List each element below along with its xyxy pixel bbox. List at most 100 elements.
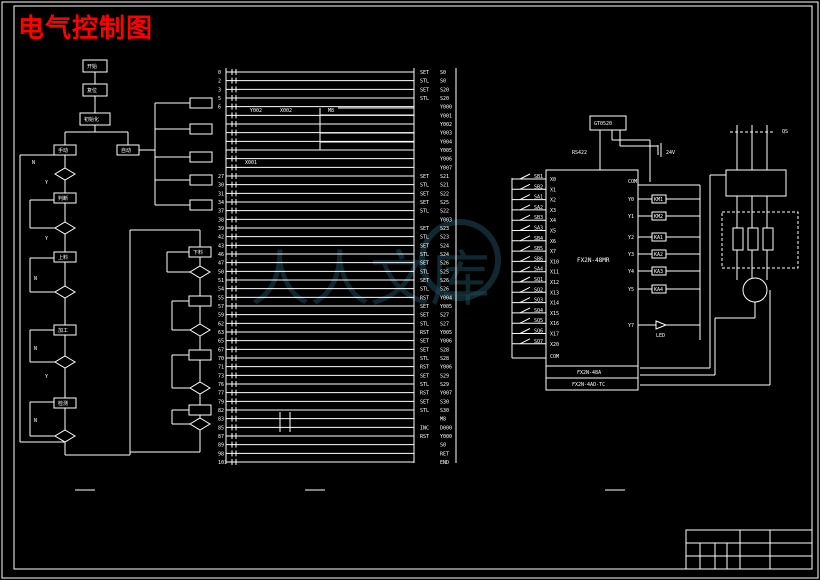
- ladder-device: S28: [440, 356, 449, 362]
- ladder-device: S28: [440, 347, 449, 353]
- ladder-device: S23: [440, 226, 449, 232]
- ladder-step-number: 51: [218, 278, 224, 284]
- ladder-device: Y004: [440, 139, 452, 145]
- inner-border: [13, 5, 813, 570]
- ladder-step-number: 27: [218, 174, 224, 180]
- ladder-device: S29: [440, 373, 449, 379]
- ladder-device: END: [440, 460, 449, 466]
- ladder-device: S29: [440, 382, 449, 388]
- flow-node-process-label: 加工: [58, 327, 68, 334]
- ladder-instruction: RST: [420, 365, 429, 371]
- plc-input-address: X7: [550, 249, 556, 255]
- plc-com0-label: COM: [550, 354, 559, 360]
- plc-output-address: Y0: [628, 197, 634, 203]
- hmi-label: GT0520: [594, 121, 612, 127]
- plc-input-device: SB5: [534, 246, 543, 252]
- ladder-device: Y007: [440, 165, 452, 171]
- ladder-step-number: 62: [218, 321, 224, 327]
- flow-node-detect: [53, 397, 77, 409]
- ladder-rung: 43 SET S24: [218, 242, 449, 249]
- ladder-step-number: 6: [218, 105, 221, 111]
- plc-output-address: Y7: [628, 323, 634, 329]
- flow-node-detect-label: 检测: [58, 400, 68, 407]
- plc-input-address: X16: [550, 321, 559, 327]
- flow-side-label: Y: [45, 180, 48, 186]
- ladder-device: S24: [440, 243, 449, 249]
- ladder-device: Y005: [440, 148, 452, 154]
- ladder-device: S27: [440, 313, 449, 319]
- plc-input-address: X15: [550, 311, 559, 317]
- flow-node-manual-label: 手动: [58, 147, 68, 154]
- ladder-device: Y006: [440, 339, 452, 345]
- plc-output-address: Y1: [628, 214, 634, 220]
- ladder-rung: Y007: [226, 164, 452, 171]
- flow-node-reset-label: 复位: [87, 87, 97, 94]
- ladder-instruction: RST: [420, 434, 429, 440]
- plc-input-address: X0: [550, 177, 556, 183]
- ladder-device: S20: [440, 96, 449, 102]
- ladder-step-number: 67: [218, 347, 224, 353]
- plc-input-device: SB1: [534, 174, 543, 180]
- ladder-device: Y004: [440, 295, 452, 301]
- flow-node-init-label: 初始化: [84, 116, 99, 123]
- plc-wiring: GT0520 RS422 24V FX2N-48MR FX2N-48A FX2N…: [511, 115, 799, 391]
- ladder-step-number: 85: [218, 425, 224, 431]
- ladder-instruction: RST: [420, 295, 429, 301]
- plc-input-address: X3: [550, 208, 556, 214]
- ladder-step-number: 43: [218, 243, 224, 249]
- motor-symbol: [742, 277, 768, 303]
- ladder-step-number: 31: [218, 191, 224, 197]
- flow-decision: [54, 355, 76, 369]
- plc-input-device: SQ4: [534, 308, 543, 314]
- rs422-label: RS422: [572, 150, 587, 156]
- plc-input-device: SB6: [534, 256, 543, 262]
- ladder-step-number: 73: [218, 373, 224, 379]
- plc-output-device: LED: [656, 333, 665, 339]
- ladder-instruction: SET: [420, 243, 429, 249]
- plc-input-address: X6: [550, 239, 556, 245]
- ladder-instruction: STL: [420, 96, 429, 102]
- ladder-instruction: SET: [420, 226, 429, 232]
- plc-input-device: SA4: [534, 267, 543, 273]
- ladder-instruction: STL: [420, 209, 429, 215]
- plc-ext-fx2n-4ad: [545, 377, 639, 391]
- ladder-device: RET: [440, 451, 449, 457]
- plc-input-address: X1: [550, 187, 556, 193]
- ladder-step-number: 50: [218, 269, 224, 275]
- flow-side-label: Y: [45, 236, 48, 242]
- ladder-step-number: 71: [218, 365, 224, 371]
- ladder-device: S0: [440, 443, 446, 449]
- ladder-instruction: SET: [420, 174, 429, 180]
- ladder-rung: Y006: [226, 155, 452, 163]
- ladder-instruction: STL: [420, 235, 429, 241]
- ladder-device: S22: [440, 209, 449, 215]
